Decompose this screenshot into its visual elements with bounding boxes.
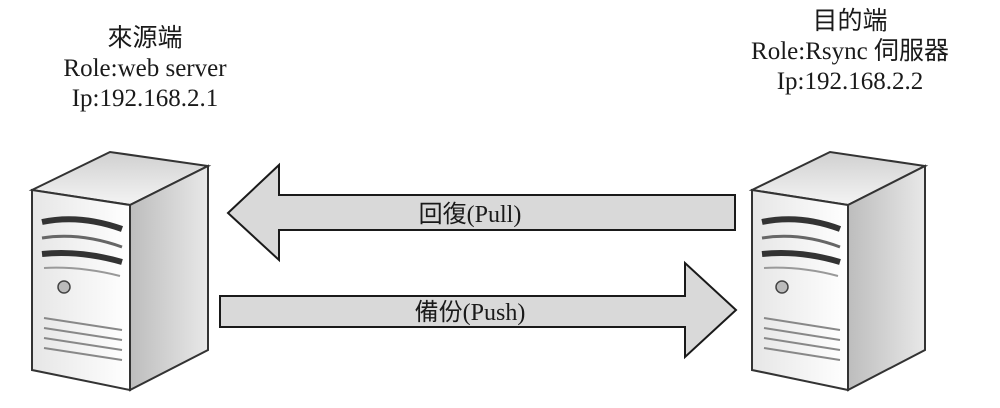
push-arrow-shape xyxy=(219,260,738,360)
destination-ip: Ip:192.168.2.2 xyxy=(776,68,924,95)
destination-server-icon xyxy=(748,150,929,392)
source-title: 來源端 xyxy=(107,25,183,52)
destination-title: 目的端 xyxy=(812,8,888,35)
source-label-block: 來源端 Role:web server Ip:192.168.2.1 xyxy=(20,24,270,114)
destination-role: Role:Rsync 伺服器 xyxy=(751,38,949,65)
push-arrow: 備份(Push) xyxy=(219,260,738,360)
pull-arrow: 回復(Pull) xyxy=(226,162,736,263)
push-label: 備份(Push) xyxy=(415,299,526,326)
source-ip: Ip:192.168.2.1 xyxy=(71,85,219,112)
pull-label: 回復(Pull) xyxy=(419,201,522,228)
source-role: Role:web server xyxy=(63,55,227,82)
source-server-icon xyxy=(28,150,212,392)
destination-label-block: 目的端 Role:Rsync 伺服器 Ip:192.168.2.2 xyxy=(700,7,1000,97)
pull-arrow-shape xyxy=(226,162,736,263)
